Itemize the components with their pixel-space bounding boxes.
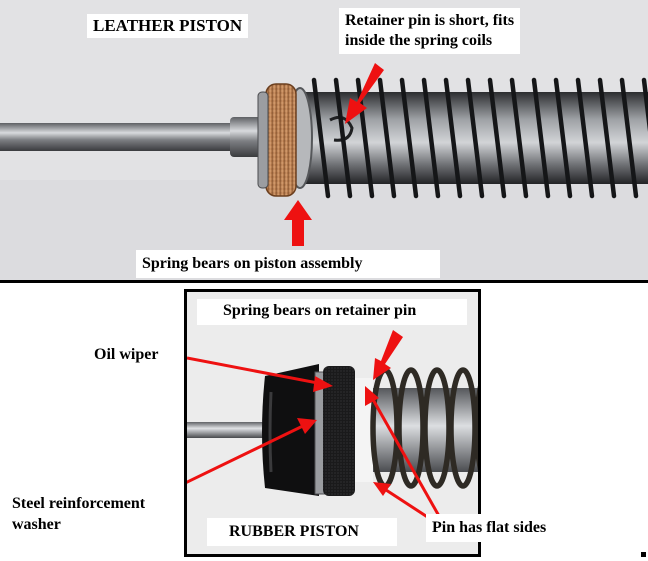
pin-flat-side-arrow-top: [365, 386, 441, 517]
piston-rod-2: [187, 422, 277, 438]
spring-bears-pin-note: Spring bears on retainer pin: [197, 299, 467, 325]
retainer-pin-arrow: [345, 63, 384, 124]
pin-flat-side-arrow-bottom: [373, 482, 430, 520]
spring-bears-arrow: [284, 200, 312, 246]
oil-wiper-label: Oil wiper: [94, 346, 159, 363]
leather-seal: [265, 83, 297, 197]
leather-piston-title: LEATHER PISTON: [87, 14, 249, 38]
spring-bears-pin-arrow: [373, 330, 403, 380]
rubber-piston-title: RUBBER PISTON: [207, 518, 397, 546]
retainer-pin-note-line2: inside the spring coils: [345, 32, 493, 49]
steel-washer-label: Steel reinforcement washer: [12, 493, 145, 535]
rubber-piston-cup: [262, 364, 319, 496]
steel-washer-label-line2: washer: [12, 516, 61, 533]
retainer-pin-note: Retainer pin is short, fits inside the s…: [339, 8, 521, 54]
oil-wiper-arrow: [187, 356, 333, 392]
retainer-pin-note-line1: Retainer pin is short, fits: [345, 12, 515, 29]
pin-flat-sides-label: Pin has flat sides: [426, 514, 574, 542]
rubber-piston-photo: Spring bears on retainer pin RUBBER PIST…: [184, 289, 481, 557]
steel-washer-label-line1: Steel reinforcement: [12, 495, 146, 512]
oil-wiper: [323, 366, 355, 496]
leather-piston-photo: LEATHER PISTON Retainer pin is short, fi…: [0, 0, 648, 283]
rubber-piston-illustration: [187, 292, 478, 554]
steel-washer-arrow: [187, 418, 317, 484]
corner-mark: [641, 552, 646, 557]
spring-bears-piston-note: Spring bears on piston assembly: [136, 250, 440, 278]
piston-rod: [0, 123, 270, 151]
leather-piston-illustration: [0, 63, 648, 246]
spring-coils: [311, 77, 648, 199]
